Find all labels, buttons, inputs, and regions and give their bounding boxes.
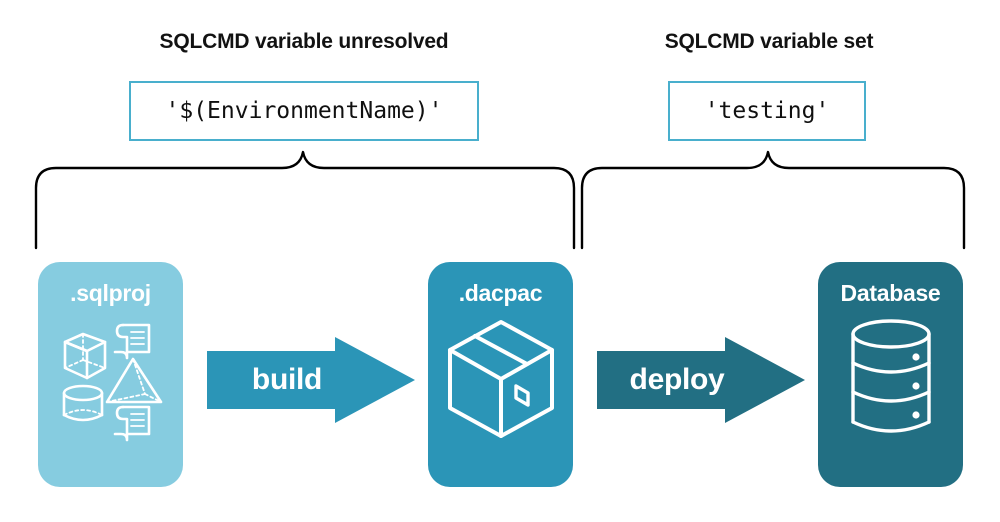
stage-box-dacpac: .dacpac <box>428 262 573 487</box>
sqlproj-icon-cluster <box>38 314 183 444</box>
code-value-box-unresolved: '$(EnvironmentName)' <box>129 81 479 141</box>
package-box-icon <box>447 320 554 438</box>
heading-sqlcmd-variable-unresolved: SQLCMD variable unresolved <box>159 30 449 53</box>
arrow-build: build <box>207 337 415 423</box>
cylinder-icon <box>62 384 103 422</box>
heading-sqlcmd-variable-set: SQLCMD variable set <box>664 30 874 53</box>
brace-group <box>34 150 966 250</box>
stage-box-sqlproj: .sqlproj <box>38 262 183 487</box>
stage-label-dacpac: .dacpac <box>458 280 543 306</box>
left-brace-icon <box>34 150 576 250</box>
dacpac-icon-wrap <box>428 314 573 444</box>
stage-box-database: Database <box>818 262 963 487</box>
right-brace-icon <box>580 150 966 250</box>
stage-label-database: Database <box>840 280 941 306</box>
database-cylinder-icon <box>850 319 931 433</box>
database-icon-wrap <box>818 314 963 442</box>
stage-label-sqlproj: .sqlproj <box>70 280 151 306</box>
arrow-shape <box>207 337 415 423</box>
arrow-deploy: deploy <box>597 337 805 423</box>
scroll-icon <box>113 323 150 360</box>
arrow-shape <box>597 337 805 423</box>
pyramid-icon <box>105 357 162 404</box>
scroll-icon <box>113 405 150 442</box>
code-value-box-set: 'testing' <box>668 81 866 141</box>
cube-icon <box>63 332 106 380</box>
